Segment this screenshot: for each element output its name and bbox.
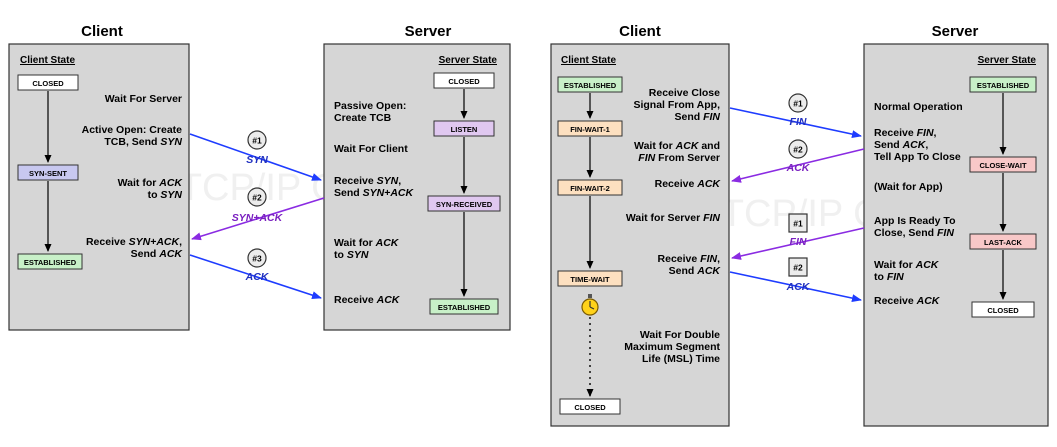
state-closed-server-close: CLOSED	[971, 301, 1035, 318]
close-server-label: Receive ACK	[874, 295, 941, 307]
state-closed-server: CLOSED	[433, 72, 495, 89]
msg-ack-label: ACK	[245, 271, 270, 283]
state-fin-wait-1: FIN-WAIT-1	[557, 120, 623, 137]
close-server-label: (Wait for App)	[874, 181, 943, 193]
svg-text:ESTABLISHED: ESTABLISHED	[24, 258, 77, 267]
msg-syn-label: SYN	[246, 154, 268, 166]
svg-text:ESTABLISHED: ESTABLISHED	[564, 81, 617, 90]
connect-server-label: Receive SYN,Send SYN+ACK	[334, 175, 414, 199]
connect-client-header: Client	[81, 23, 123, 40]
close-msg-1-badge: #1	[788, 93, 808, 113]
close-client-label: Receive ACK	[655, 178, 722, 190]
svg-text:TIME-WAIT: TIME-WAIT	[570, 275, 610, 284]
close-server-state-title: Server State	[978, 55, 1037, 66]
msg-2-badge: #2	[247, 187, 267, 207]
msg-fin-client-arrow	[729, 107, 862, 139]
svg-text:LAST-ACK: LAST-ACK	[984, 238, 1022, 247]
msg-ack-label-2: ACK	[786, 281, 811, 293]
msg-ack-arrow	[189, 254, 322, 299]
svg-text:#1: #1	[793, 219, 803, 229]
svg-text:FIN-WAIT-1: FIN-WAIT-1	[570, 125, 610, 134]
state-closed-client: CLOSED	[17, 74, 79, 91]
close-server-header: Server	[932, 23, 979, 40]
svg-text:CLOSED: CLOSED	[32, 79, 64, 88]
connect-server-label: Receive ACK	[334, 294, 401, 306]
msg-fin-server-arrow	[731, 227, 865, 260]
svg-text:#2: #2	[252, 193, 262, 203]
svg-text:LISTEN: LISTEN	[451, 125, 478, 134]
state-syn-received: SYN-RECEIVED	[427, 195, 501, 212]
close-client-label: Receive FIN,Send ACK	[658, 253, 722, 277]
state-established-client-close: ESTABLISHED	[557, 76, 623, 93]
close-server-label: Normal Operation	[874, 101, 963, 113]
svg-text:#1: #1	[252, 136, 262, 146]
svg-text:ESTABLISHED: ESTABLISHED	[438, 303, 491, 312]
svg-text:CLOSED: CLOSED	[987, 306, 1019, 315]
msg-ack-client-arrow	[729, 271, 862, 303]
connect-client-label: Wait For Server	[105, 93, 182, 105]
connect-server-state-title: Server State	[439, 55, 498, 66]
connect-client-label: Receive SYN+ACK,Send ACK	[86, 236, 183, 260]
close-client-label: Wait for Server FIN	[626, 212, 721, 224]
close-msg-4-badge: #2	[788, 257, 808, 277]
connect-server-label: Wait For Client	[334, 143, 408, 155]
svg-text:CLOSED: CLOSED	[448, 77, 480, 86]
svg-text:#1: #1	[793, 99, 803, 109]
state-time-wait: TIME-WAIT	[557, 270, 623, 287]
stopwatch-icon	[581, 294, 599, 316]
svg-text:CLOSE-WAIT: CLOSE-WAIT	[979, 161, 1026, 170]
close-client-state-title: Client State	[561, 55, 616, 66]
close-client-header: Client	[619, 23, 661, 40]
state-last-ack: LAST-ACK	[969, 233, 1037, 250]
state-listen: LISTEN	[433, 120, 495, 137]
connect-server-panel	[323, 43, 511, 331]
state-syn-sent: SYN-SENT	[17, 164, 79, 181]
svg-text:#2: #2	[793, 145, 803, 155]
msg-syn-arrow	[189, 133, 322, 181]
svg-text:CLOSED: CLOSED	[574, 403, 606, 412]
svg-text:SYN-SENT: SYN-SENT	[29, 169, 67, 178]
msg-fin-label-2: FIN	[790, 236, 807, 248]
state-close-wait: CLOSE-WAIT	[969, 156, 1037, 173]
close-server-label: Receive FIN,Send ACK,Tell App To Close	[874, 127, 961, 163]
svg-text:FIN-WAIT-2: FIN-WAIT-2	[570, 184, 610, 193]
connect-server-label: Passive Open:Create TCB	[334, 100, 406, 124]
connect-server-header: Server	[405, 23, 452, 40]
msg-1-badge: #1	[247, 130, 267, 150]
msg-ack-server-arrow	[731, 148, 865, 183]
msg-ack-label: ACK	[786, 162, 811, 174]
state-fin-wait-2: FIN-WAIT-2	[557, 179, 623, 196]
state-established-server: ESTABLISHED	[429, 298, 499, 315]
msg-synack-arrow	[191, 197, 325, 241]
msg-fin-label: FIN	[790, 116, 807, 128]
msg-3-badge: #3	[247, 248, 267, 268]
connect-client-panel	[8, 43, 190, 331]
svg-text:#2: #2	[793, 263, 803, 273]
msg-synack-label: SYN+ACK	[232, 212, 284, 224]
close-client-panel	[550, 43, 730, 427]
svg-text:ESTABLISHED: ESTABLISHED	[977, 81, 1030, 90]
connect-client-state-title: Client State	[20, 55, 75, 66]
svg-text:SYN-RECEIVED: SYN-RECEIVED	[436, 200, 493, 209]
svg-text:#3: #3	[252, 254, 262, 264]
state-established-server-close: ESTABLISHED	[969, 76, 1037, 93]
close-msg-2-badge: #2	[788, 139, 808, 159]
close-msg-3-badge: #1	[788, 213, 808, 233]
state-established-client: ESTABLISHED	[17, 253, 83, 270]
state-closed-client-close: CLOSED	[559, 398, 621, 415]
